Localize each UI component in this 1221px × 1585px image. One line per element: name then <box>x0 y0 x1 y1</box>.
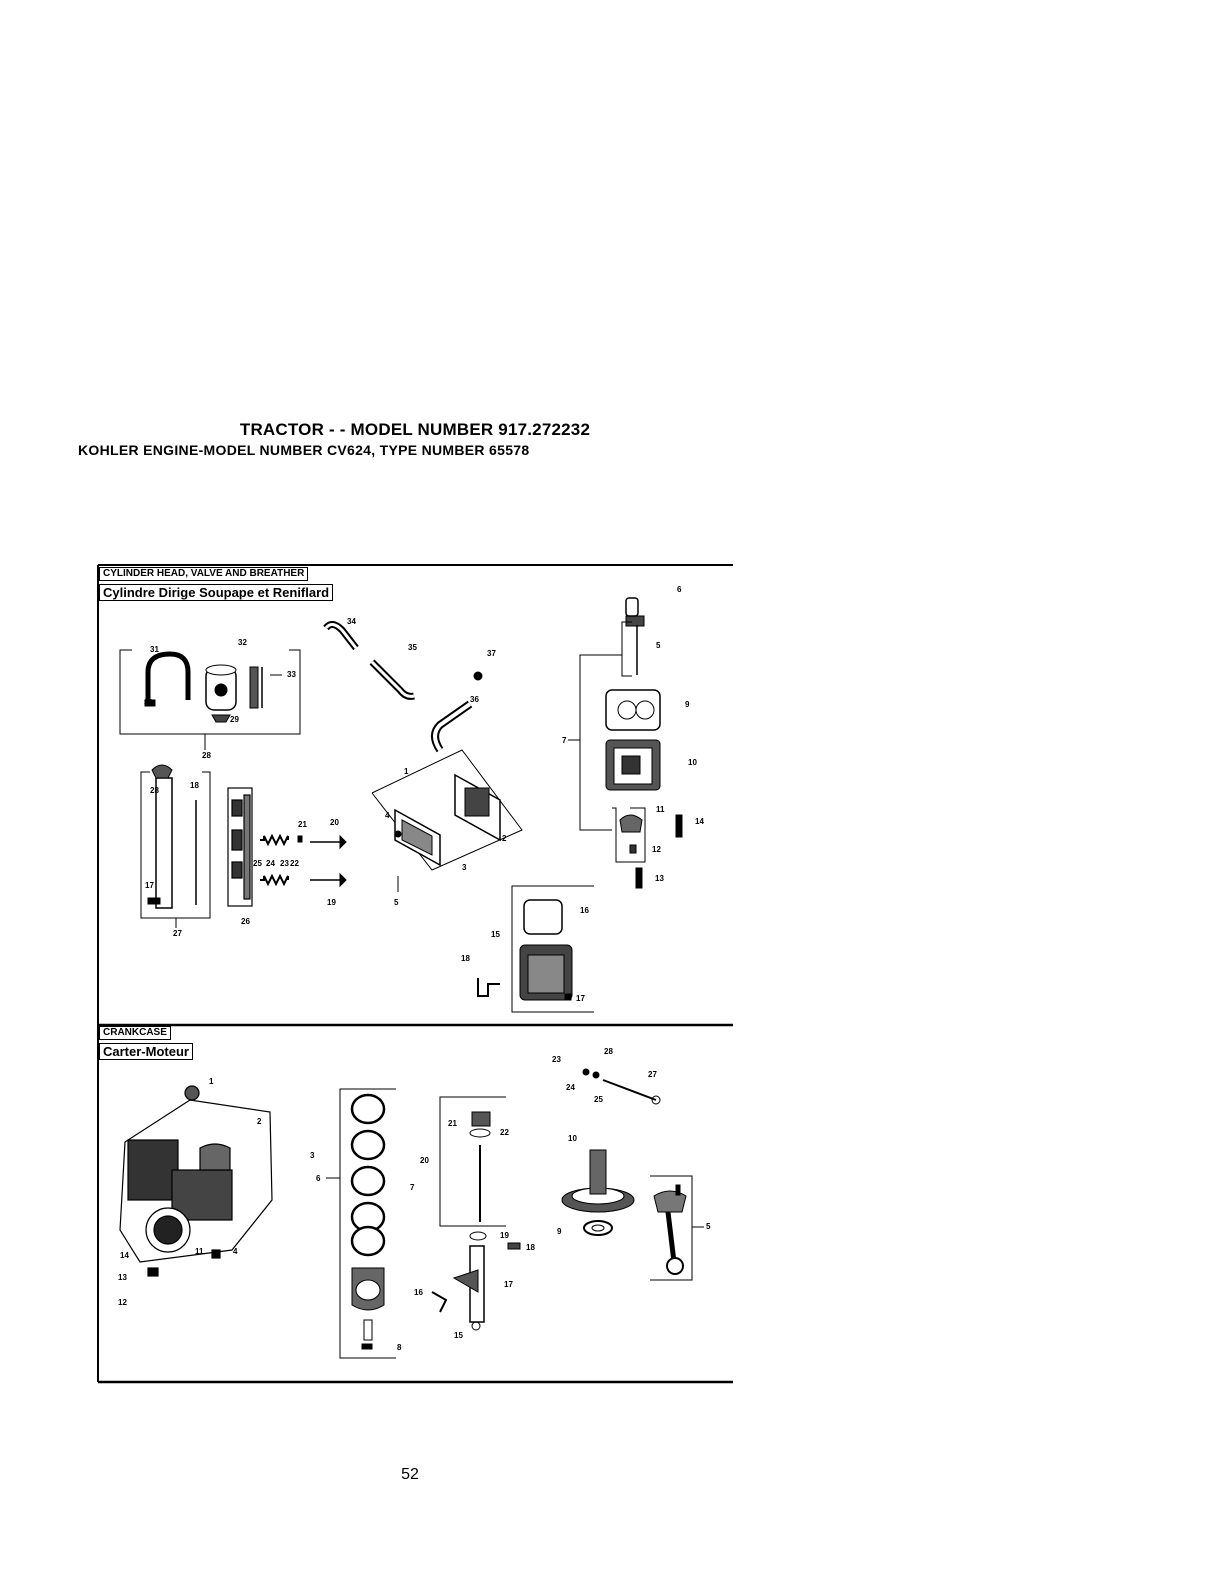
svg-text:17: 17 <box>145 881 154 890</box>
oil-pump-group <box>431 1096 521 1331</box>
svg-text:13: 13 <box>118 1273 127 1282</box>
svg-text:29: 29 <box>230 715 239 724</box>
svg-text:13: 13 <box>655 874 664 883</box>
svg-text:18: 18 <box>526 1243 535 1252</box>
svg-text:8: 8 <box>397 1343 402 1352</box>
valve-cover-group <box>371 749 523 892</box>
diagram-frame <box>97 564 733 1384</box>
svg-text:36: 36 <box>470 695 479 704</box>
crankcase-block <box>119 1085 273 1277</box>
svg-text:37: 37 <box>487 649 496 658</box>
svg-text:26: 26 <box>241 917 250 926</box>
breather-cover-group <box>140 764 211 928</box>
svg-text:25: 25 <box>253 859 262 868</box>
breather-kit-group <box>119 649 301 750</box>
svg-text:22: 22 <box>500 1128 509 1137</box>
svg-text:11: 11 <box>195 1247 204 1256</box>
callout-labels: 31 32 33 30 29 28 34 35 37 36 6 5 9 10 7… <box>118 585 711 1352</box>
svg-text:10: 10 <box>688 758 697 767</box>
svg-text:12: 12 <box>118 1298 127 1307</box>
svg-text:16: 16 <box>414 1288 423 1297</box>
cylinder-head-side <box>227 787 253 907</box>
svg-text:3: 3 <box>462 863 467 872</box>
svg-text:10: 10 <box>568 1134 577 1143</box>
breather-hoses <box>323 621 483 753</box>
section-label-cylinder-head-fr: Cylindre Dirige Soupape et Reniflard <box>99 584 334 601</box>
connecting-rod-group <box>650 1175 704 1281</box>
svg-text:18: 18 <box>461 954 470 963</box>
svg-text:24: 24 <box>566 1083 575 1092</box>
svg-text:23: 23 <box>280 859 289 868</box>
svg-text:17: 17 <box>576 994 585 1003</box>
svg-text:5: 5 <box>394 898 399 907</box>
page-title: TRACTOR - - MODEL NUMBER 917.272232 <box>239 420 591 439</box>
svg-text:22: 22 <box>290 859 299 868</box>
svg-text:24: 24 <box>266 859 275 868</box>
svg-text:11: 11 <box>656 805 665 814</box>
svg-text:9: 9 <box>685 700 690 709</box>
svg-text:3: 3 <box>310 1151 315 1160</box>
section-label-crankcase: CRANKCASE <box>99 1026 171 1040</box>
svg-text:35: 35 <box>408 643 417 652</box>
page-number: 52 <box>401 1466 419 1483</box>
governor-group <box>582 1068 661 1105</box>
svg-text:28: 28 <box>202 751 211 760</box>
svg-text:21: 21 <box>448 1119 457 1128</box>
svg-text:17: 17 <box>504 1280 513 1289</box>
valve-train-parts <box>260 833 347 888</box>
section-label-cylinder-head: CYLINDER HEAD, VALVE AND BREATHER <box>99 567 309 581</box>
svg-text:32: 32 <box>238 638 247 647</box>
svg-text:9: 9 <box>557 1227 562 1236</box>
svg-text:5: 5 <box>656 641 661 650</box>
svg-text:2: 2 <box>502 834 507 843</box>
svg-text:31: 31 <box>150 645 159 654</box>
svg-text:6: 6 <box>677 585 682 594</box>
svg-text:27: 27 <box>648 1070 657 1079</box>
svg-text:27: 27 <box>173 929 182 938</box>
piston-rings-group <box>326 1088 396 1359</box>
svg-text:15: 15 <box>454 1331 463 1340</box>
svg-text:28: 28 <box>604 1047 613 1056</box>
svg-text:19: 19 <box>327 898 336 907</box>
head-assembly-stack <box>568 597 683 889</box>
svg-text:4: 4 <box>233 1247 238 1256</box>
svg-text:14: 14 <box>695 817 704 826</box>
svg-text:33: 33 <box>287 670 296 679</box>
svg-text:28: 28 <box>150 786 159 795</box>
page-subtitle: KOHLER ENGINE-MODEL NUMBER CV624, TYPE N… <box>78 442 530 458</box>
svg-text:21: 21 <box>298 820 307 829</box>
svg-text:1: 1 <box>209 1077 214 1086</box>
section-label-crankcase-fr: Carter-Moteur <box>99 1043 193 1060</box>
svg-text:4: 4 <box>385 811 390 820</box>
svg-text:5: 5 <box>706 1222 711 1231</box>
svg-text:20: 20 <box>420 1156 429 1165</box>
svg-text:6: 6 <box>316 1174 321 1183</box>
head-shroud-group <box>477 885 594 1013</box>
camshaft-group <box>561 1149 635 1236</box>
svg-text:20: 20 <box>330 818 339 827</box>
svg-text:23: 23 <box>552 1055 561 1064</box>
svg-text:14: 14 <box>120 1251 129 1260</box>
svg-text:18: 18 <box>190 781 199 790</box>
svg-text:34: 34 <box>347 617 356 626</box>
svg-text:2: 2 <box>257 1117 262 1126</box>
svg-text:16: 16 <box>580 906 589 915</box>
svg-text:12: 12 <box>652 845 661 854</box>
svg-text:7: 7 <box>410 1183 415 1192</box>
svg-text:19: 19 <box>500 1231 509 1240</box>
svg-text:7: 7 <box>562 736 567 745</box>
svg-text:15: 15 <box>491 930 500 939</box>
svg-text:1: 1 <box>404 767 409 776</box>
svg-text:25: 25 <box>594 1095 603 1104</box>
svg-text:30: 30 <box>144 698 153 707</box>
